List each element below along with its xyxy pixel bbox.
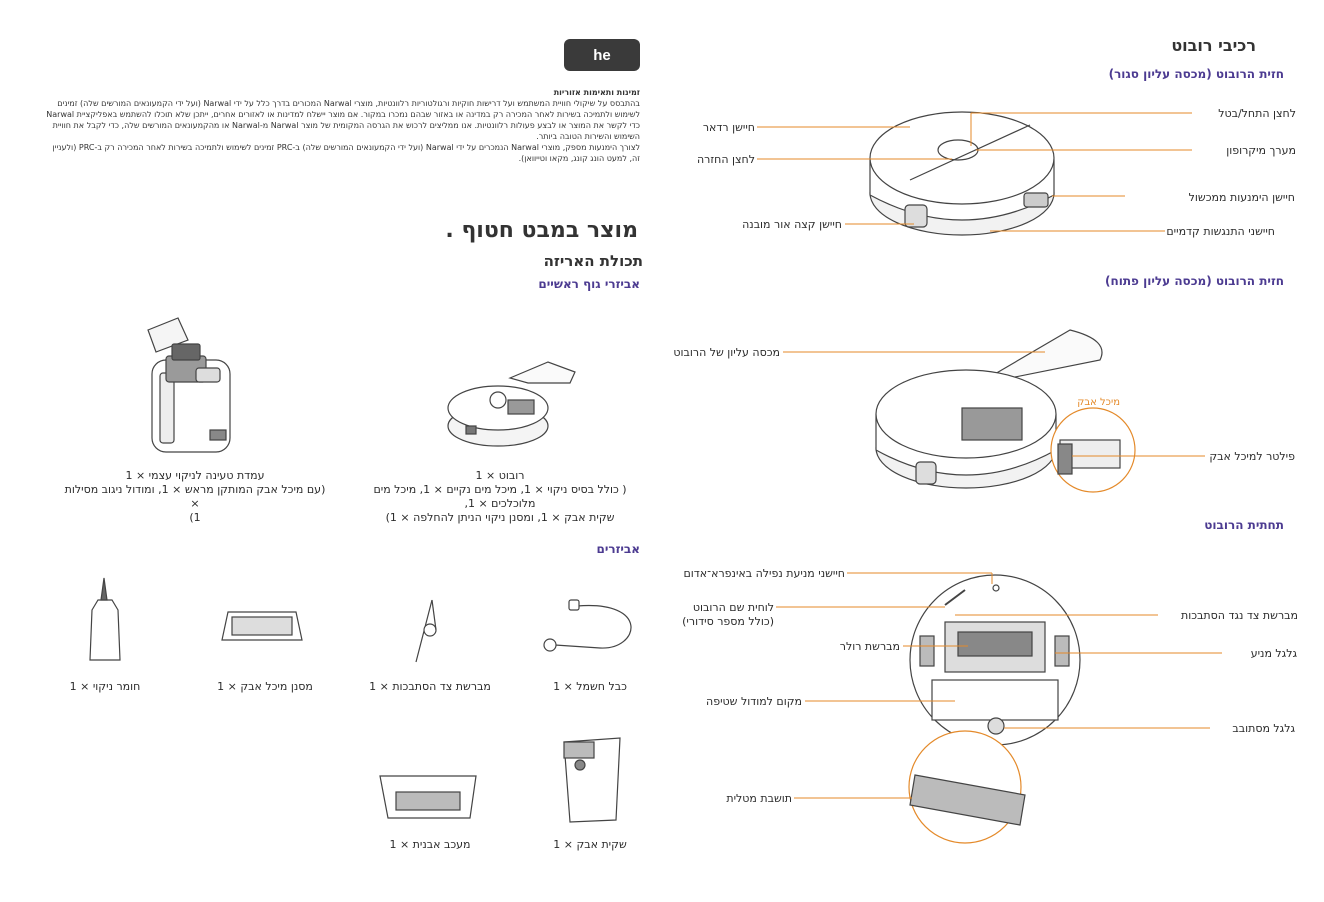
label-roller-brush: מברשת רולר [839,640,900,653]
components-title: רכיבי רובוט [1171,36,1256,55]
label-return-button: לחצן החזרה [696,153,755,166]
main-accessories-title: אביזרי גוף ראשיים [538,277,640,291]
bottom-title: תחתית הרובוט [1204,518,1284,532]
legal-line: לשימוש ולתמיכה בשירות לאחר המכירה רק במד… [46,110,640,119]
label-side-brush: מברשת צד נגד הסתבכות [1181,609,1298,622]
accessory-label-power-cable: כבל חשמל × 1 [553,680,627,693]
nameplate-line: לוחית שם הרובוט [692,601,774,614]
package-title: תכולת האריזה [543,252,643,270]
station-caption: עמדת טעינה לניקוי עצמי × 1 (עם מיכל אבק … [60,469,330,525]
side-brush-icon [415,599,437,663]
legal-line: זה, למעט הונג קונג, מקאו וטייוואן). [518,154,640,163]
caption-line: שקית אבק × 1, ומסנן ניקוי הניתן להחלפה ×… [385,511,615,524]
legal-line: השימוש והשירות הטובה ביותר. [536,132,640,141]
power-cable-icon [543,599,632,652]
legal-line: בהתבסס על שיקולי חוויית המשתמש ועל דרישו… [57,99,640,108]
caption-line: רובוט × 1 [475,469,525,482]
legal-line: לצורך הימנעות מספק, מוצרי Narwal הנמכרים… [52,143,640,152]
label-radar: חיישן רדאר [702,121,755,134]
label-bin-filter: פילטר למיכל אבק [1209,450,1295,463]
label-structured-light: חיישן קצה אור מובנה [742,218,842,231]
label-top-cover: מכסה עליון של הרובוט [673,346,780,359]
accessory-label-filter: מסנן מיכל אבק × 1 [217,680,313,693]
label-metal-seat: תושבת מטלית [726,792,792,805]
scale-inhibitor-icon [379,775,477,819]
label-mop-slot: מקום למודול שטיפה [706,695,802,708]
label-caster-wheel: גלגל מסתובב [1232,722,1295,735]
front-closed-title: חזית הרובוט (מכסה עליון סגור) [1108,67,1284,81]
label-dust-bin: מיכל אבק [1077,397,1120,408]
caption-line: ( כולל בסיס ניקוי × 1, מיכל מים נקיים × … [373,483,627,510]
page-title: מוצר במבט חטוף . [445,218,638,243]
filter-icon [221,611,303,641]
accessory-label-scale-inhibitor: מעכב אבנית × 1 [389,838,471,851]
legal-line: כדי לקשר את המוצר או לבצע פעולות רלוונטי… [52,121,640,130]
accessory-label-side-brush: מברשת צד הסתבכות × 1 [369,680,491,693]
legal-title: זמינות ותאימות אזוריות [553,88,640,97]
label-drive-wheel: גלגל מניע [1250,647,1297,660]
label-cliff-sensors: חיישני מניעת נפילה באינפרא־אדום [683,567,845,580]
label-start-button: לחצן התחל/בטל [1218,107,1296,120]
label-obstacle: חיישן הימנעות ממכשול [1188,191,1295,204]
accessory-label-detergent: חומר ניקוי × 1 [69,680,141,693]
front-open-title: חזית הרובוט (מכסה עליון פתוח) [1105,274,1284,288]
label-collision: חיישני התנגשות קדמיים [1166,225,1275,238]
language-badge: he [564,39,640,71]
nameplate-line: (כולל מספר סידורי) [682,615,774,628]
label-nameplate: לוחית שם הרובוט (כולל מספר סידורי) [670,601,774,629]
legal-text: בהתבסס על שיקולי חוויית המשתמש ועל דרישו… [40,98,640,164]
caption-line: 1) [189,511,201,524]
detergent-bottle-icon [89,577,121,661]
accessories-title: אביזרים [596,542,640,556]
robot-caption: רובוט × 1 ( כולל בסיס ניקוי × 1, מיכל מי… [350,469,650,525]
accessory-label-dust-bag: שקית אבק × 1 [553,838,627,851]
caption-line: (עם מיכל אבק המותקן מראש × 1, ומודול ניג… [64,483,326,510]
dust-bag-icon [563,737,621,823]
caption-line: עמדת טעינה לניקוי עצמי × 1 [125,469,265,482]
label-mic: מערך מיקרופון [1226,144,1296,157]
